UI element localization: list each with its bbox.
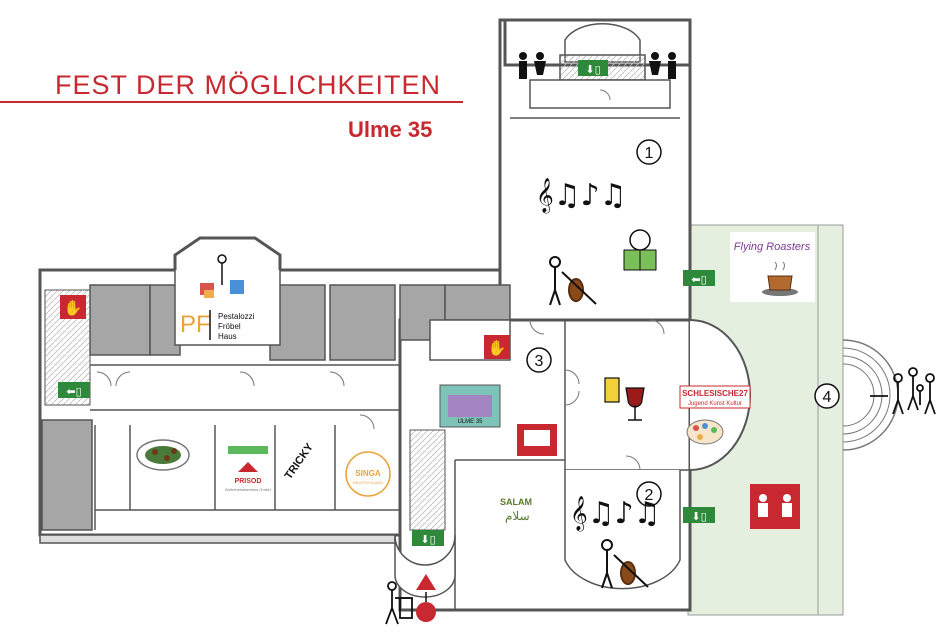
svg-text:3: 3 <box>535 353 544 370</box>
drinks-icon <box>604 377 645 421</box>
svg-text:⬅▯: ⬅▯ <box>66 385 81 398</box>
pestalozzi-logo: PF Pestalozzi Fröbel Haus <box>180 310 255 341</box>
music-notes-icon: 𝄞♫♪♫ <box>536 178 627 214</box>
coffee-cup-icon <box>762 261 798 296</box>
schlesische-logo: SCHLESISCHE27 Jugend Kunst Kultur <box>679 385 751 409</box>
stop-hand-icon: ✋ <box>484 335 510 359</box>
svg-text:Jugend Kunst Kultur: Jugend Kunst Kultur <box>688 401 742 407</box>
ulme-picture: ULME 35 <box>439 384 501 428</box>
room-number-4: 4 <box>814 383 840 409</box>
svg-text:𝄞♫♪♫: 𝄞♫♪♫ <box>536 178 627 214</box>
door-arcs <box>96 89 665 471</box>
svg-text:ULME 35: ULME 35 <box>457 419 483 425</box>
svg-text:سلام: سلام <box>505 509 530 523</box>
reading-person-icon <box>623 229 657 271</box>
svg-text:DEUTSCHLAND: DEUTSCHLAND <box>353 480 383 485</box>
prisod-logo: PRISOD Wohnheimbetriebs GmbH <box>225 446 271 492</box>
emergency-exit-icon: ⬇▯ <box>683 507 715 523</box>
toys-icon <box>200 254 244 298</box>
toilet-icon <box>519 52 676 79</box>
svg-text:✋: ✋ <box>64 299 83 317</box>
svg-text:Wohnheimbetriebs GmbH: Wohnheimbetriebs GmbH <box>225 487 271 492</box>
emergency-exit-icon: ⬅▯ <box>683 270 715 286</box>
svg-text:SCHLESISCHE27: SCHLESISCHE27 <box>682 389 748 398</box>
svg-text:⬇▯: ⬇▯ <box>585 63 600 76</box>
food-plate-icon <box>136 439 190 471</box>
emergency-exit-icon: ⬇▯ <box>578 60 608 76</box>
svg-text:Flying Roasters: Flying Roasters <box>734 241 811 253</box>
event-subtitle: Ulme 35 <box>348 117 433 142</box>
svg-text:SALAM: SALAM <box>500 497 532 507</box>
violin-player-icon <box>601 539 649 589</box>
top-balcony <box>510 23 680 119</box>
svg-text:Fröbel: Fröbel <box>218 322 241 331</box>
singa-logo: SINGA DEUTSCHLAND <box>345 451 391 497</box>
svg-text:PRISOD: PRISOD <box>235 478 262 485</box>
svg-text:Haus: Haus <box>218 332 237 341</box>
svg-text:✋: ✋ <box>488 339 507 357</box>
salam-logo: SALAM سلام <box>500 497 532 523</box>
violin-player-icon <box>549 256 597 306</box>
svg-text:⬅▯: ⬅▯ <box>691 273 706 286</box>
group-icon <box>870 367 936 415</box>
entrance-marker-icon <box>416 574 436 622</box>
svg-text:SINGA: SINGA <box>355 469 381 478</box>
paint-palette-icon <box>686 419 724 445</box>
svg-text:1: 1 <box>645 145 654 162</box>
music-notes-icon: 𝄞♫♪♫ <box>570 496 661 532</box>
svg-text:⬇▯: ⬇▯ <box>691 510 706 523</box>
emergency-exit-icon: ⬇▯ <box>412 530 444 546</box>
room-number-1: 1 <box>636 139 662 165</box>
stop-hand-icon: ✋ <box>60 295 86 319</box>
svg-text:Pestalozzi: Pestalozzi <box>218 312 255 321</box>
room-number-2: 2 <box>636 481 662 507</box>
seating-icon <box>750 484 800 529</box>
svg-text:⬇▯: ⬇▯ <box>420 533 435 546</box>
emergency-exit-icon: ⬅▯ <box>58 382 90 398</box>
room-number-3: 3 <box>526 347 552 373</box>
svg-text:4: 4 <box>823 389 832 406</box>
svg-text:𝄞♫♪♫: 𝄞♫♪♫ <box>570 496 661 532</box>
tv-icon <box>517 424 557 456</box>
svg-text:2: 2 <box>645 487 654 504</box>
event-title: FEST DER MÖGLICHKEITEN <box>55 70 442 100</box>
wheelchair-person-icon <box>385 581 413 625</box>
svg-text:PF: PF <box>180 311 211 338</box>
title-rule <box>0 101 463 103</box>
